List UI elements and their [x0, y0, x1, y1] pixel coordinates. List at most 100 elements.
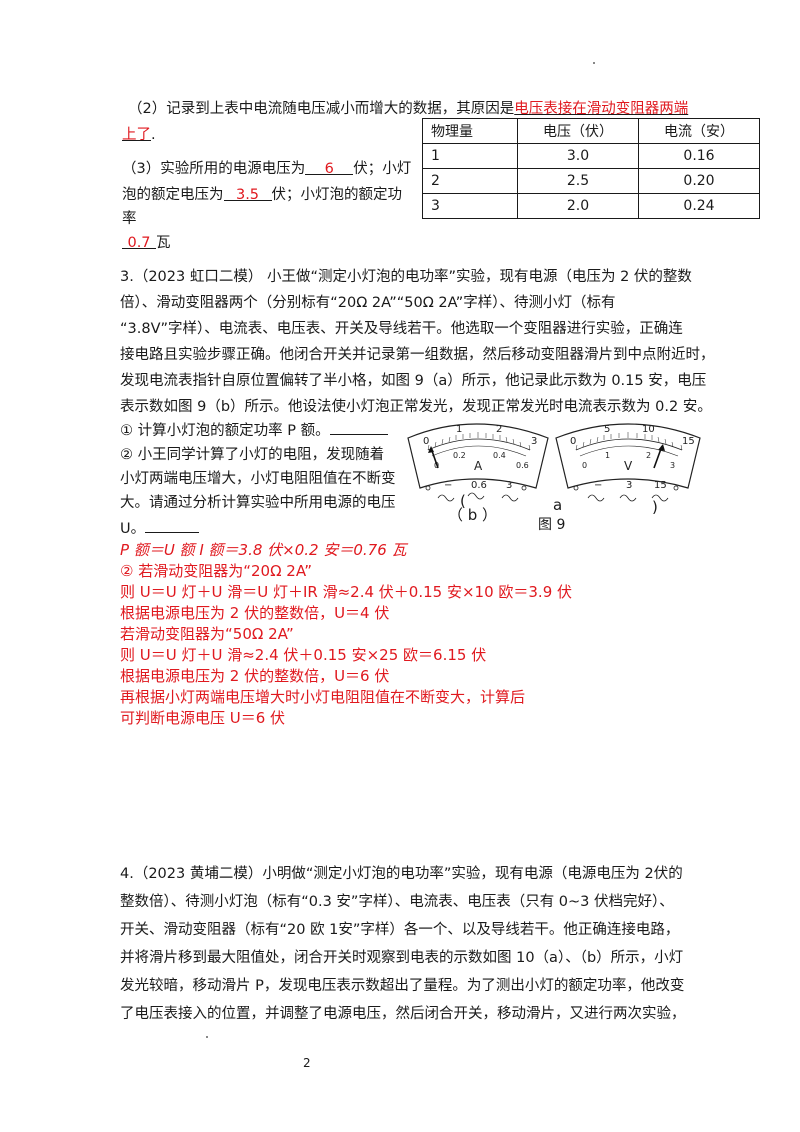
- figure-caption: 图 9: [538, 517, 566, 533]
- answer-line: P 额＝U 额 I 额＝3.8 伏×0.2 安＝0.76 瓦: [120, 541, 407, 559]
- ammeter-inner-tick-2: 0.4: [493, 451, 506, 460]
- ammeter-terminal-3: 3: [506, 480, 512, 491]
- voltmeter: 0 5 10 15 0 1 2 3 V − 3 15: [555, 423, 701, 502]
- answer-p: 0.7: [127, 235, 151, 251]
- q4-line: 并将滑片移到最大阻值处，闭合开关时观察到电表的示数如图 10（a）、（b）所示，…: [120, 950, 684, 966]
- q3-line: 发现电流表指针自原位置偏转了半小格，如图 9（a）所示，他记录此示数为 0.15…: [120, 373, 707, 389]
- data-table: 物理量 电压（伏） 电流（安） 1 3.0 0.16 2 2.5 0.20 3 …: [422, 118, 760, 219]
- q3-line: 接电路且实验步骤正确。他闭合开关并记录第一组数据，然后移动变阻器滑片到中点附近时…: [120, 347, 715, 363]
- figure-label-a: a: [553, 496, 563, 514]
- answer-blank: 6: [305, 158, 354, 177]
- answer-u: 6: [324, 161, 334, 177]
- voltmeter-tick-5: 5: [604, 424, 610, 435]
- q3-sub-line3: 率: [122, 211, 137, 227]
- q3-sub2-line: ② 小王同学计算了小灯的电阻，发现随着: [120, 447, 385, 463]
- table-cell: 1: [422, 143, 518, 169]
- voltmeter-scale-inner: [579, 445, 679, 457]
- voltmeter-terminal-3: 3: [626, 480, 632, 491]
- ammeter-scale-inner: [431, 445, 527, 457]
- answer-line: 根据电源电压为 2 伏的整数倍，U＝4 伏: [120, 604, 390, 622]
- table-cell: 0.24: [638, 193, 760, 219]
- q2-answer-a: 电压表接在滑动变阻器两端: [514, 101, 689, 117]
- q2-answer-b: 上了: [122, 127, 151, 143]
- table-header: 电流（安）: [638, 118, 760, 144]
- q4-line: 开关、滑动变阻器（标有“20 欧 1安”字样）各一个、以及导线若干。他正确连接电…: [120, 922, 680, 938]
- answer-line: ② 若滑动变阻器为“20Ω 2A”: [120, 562, 313, 580]
- figure9-meters: 0 1 2 3 0 0.2 0.4 0.6 A − 0.6 3 0 5: [407, 423, 701, 502]
- table-header: 电压（伏）: [517, 118, 639, 144]
- figure-label-a-open: (: [460, 492, 466, 510]
- voltmeter-tick-0: 0: [570, 436, 576, 447]
- voltmeter-inner-tick-3: 3: [670, 461, 675, 470]
- table-cell: 3: [422, 193, 518, 219]
- table-row: 2 2.5 0.20: [422, 168, 760, 194]
- ammeter-terminal-neg: −: [444, 480, 452, 491]
- q3-sub2-line: U。: [120, 516, 200, 540]
- voltmeter-inner-tick-0: 0: [582, 461, 587, 470]
- q4-line: 整数倍）、待测小灯泡（标有“0.3 安”字样）、电流表、电压表（只有 0~3 伏…: [120, 894, 674, 910]
- answer-line: 可判断电源电压 U＝6 伏: [120, 709, 286, 727]
- ammeter-inner-tick-1: 0.2: [453, 451, 466, 460]
- voltmeter-unit: V: [624, 459, 633, 473]
- voltmeter-scale-outer: [575, 438, 683, 451]
- figure-label-b: （ b ）: [448, 506, 498, 524]
- ammeter-tick-3: 3: [531, 436, 537, 447]
- answer-line: 若滑动变阻器为“50Ω 2A”: [120, 625, 294, 643]
- ammeter-tick-2: 2: [496, 424, 502, 435]
- answer-blank: 0.7: [122, 232, 156, 251]
- ammeter-tick-0: 0: [423, 436, 429, 447]
- table-row: 1 3.0 0.16: [422, 143, 760, 169]
- voltmeter-body: [555, 423, 701, 489]
- voltmeter-terminal-15: 15: [654, 480, 667, 491]
- q3-line: 表示数如图 9（b）所示。他设法使小灯泡正常发光，发现正常发光时电流表示数为 0…: [120, 399, 712, 415]
- voltmeter-inner-tick-1: 1: [605, 451, 610, 460]
- table-row: 3 2.0 0.24: [422, 193, 760, 219]
- q2-line: （2）记录到上表中电流随电压减小而增大的数据，其原因是电压表接在滑动变阻器两端: [128, 101, 689, 117]
- ammeter-scale-outer: [427, 438, 531, 451]
- answer-line: 则 U＝U 灯＋U 滑≈2.4 伏＋0.15 安×25 欧＝6.15 伏: [120, 646, 487, 664]
- table-header: 物理量: [422, 118, 518, 144]
- voltmeter-tick-15: 15: [682, 436, 695, 447]
- answer-blank: [329, 418, 388, 435]
- q3-sub1: ① 计算小灯泡的额定功率 P 额。: [120, 418, 388, 442]
- table-cell: 2.0: [517, 193, 639, 219]
- answer-line: 则 U＝U 灯＋U 滑＝U 灯＋IR 滑≈2.4 伏＋0.15 安×10 欧＝3…: [120, 583, 573, 601]
- answer-line: 再根据小灯两端电压增大时小灯电阻阻值在不断变大，计算后: [120, 688, 526, 706]
- voltmeter-tick-10: 10: [642, 424, 655, 435]
- table-cell: 0.20: [638, 168, 760, 194]
- q3-sub2-line: 大。请通过分析计算实验中所用电源的电压: [120, 495, 396, 511]
- q2-line-2: 上了.: [122, 127, 156, 143]
- answer-blank: [145, 516, 200, 533]
- voltmeter-inner-tick-2: 2: [646, 451, 651, 460]
- ammeter-tick-1: 1: [456, 424, 462, 435]
- q3-line: 3.（2023 虹口二模） 小王做“测定小灯泡的电功率”实验，现有电源（电压为 …: [120, 269, 692, 285]
- q4-line: 发光较暗，移动滑片 P，发现电压表示数超出了量程。为了测出小灯的额定功率，他改变: [120, 978, 685, 994]
- page-mark: [593, 62, 595, 64]
- table-cell: 0.16: [638, 143, 760, 169]
- ammeter-minor-ticks: [427, 432, 531, 451]
- q3-line: “3.8V”字样）、电流表、电压表、开关及导线若干。他选取一个变阻器进行实验，正…: [120, 321, 683, 337]
- q4-line: 了电压表接入的位置，并调整了电源电压，然后闭合开关，移动滑片，又进行两次实验，: [120, 1006, 686, 1022]
- q4-line: 4.（2023 黄埔二模）小明做“测定小灯泡的电功率”实验，现有电源（电源电压为…: [120, 866, 683, 882]
- figure-label-a-close: ): [652, 498, 658, 516]
- voltmeter-terminal-neg: −: [594, 480, 602, 491]
- table-cell: 2.5: [517, 168, 639, 194]
- q3-sub2-line: 小灯两端电压增大，小灯电阻阻值在不断变: [120, 471, 396, 487]
- table-cell: 3.0: [517, 143, 639, 169]
- answer-ue: 3.5: [235, 187, 260, 203]
- q3-line: 倍）、滑动变阻器两个（分别标有“20Ω 2A”“50Ω 2A”字样）、待测小灯（…: [120, 295, 616, 311]
- ammeter-inner-tick-3: 0.6: [516, 461, 529, 470]
- ammeter: 0 1 2 3 0 0.2 0.4 0.6 A − 0.6 3: [407, 423, 549, 502]
- table-header-row: 物理量 电压（伏） 电流（安）: [422, 118, 760, 144]
- page-number: 2: [303, 1056, 311, 1070]
- answer-blank: 3.5: [223, 184, 272, 203]
- page-mark: [206, 1036, 208, 1038]
- table-cell: 2: [422, 168, 518, 194]
- answer-line: 根据电源电压为 2 伏的整数倍，U＝6 伏: [120, 667, 390, 685]
- voltmeter-minor-ticks: [575, 432, 683, 451]
- ammeter-unit: A: [474, 459, 483, 473]
- ammeter-terminal-0.6: 0.6: [471, 480, 487, 491]
